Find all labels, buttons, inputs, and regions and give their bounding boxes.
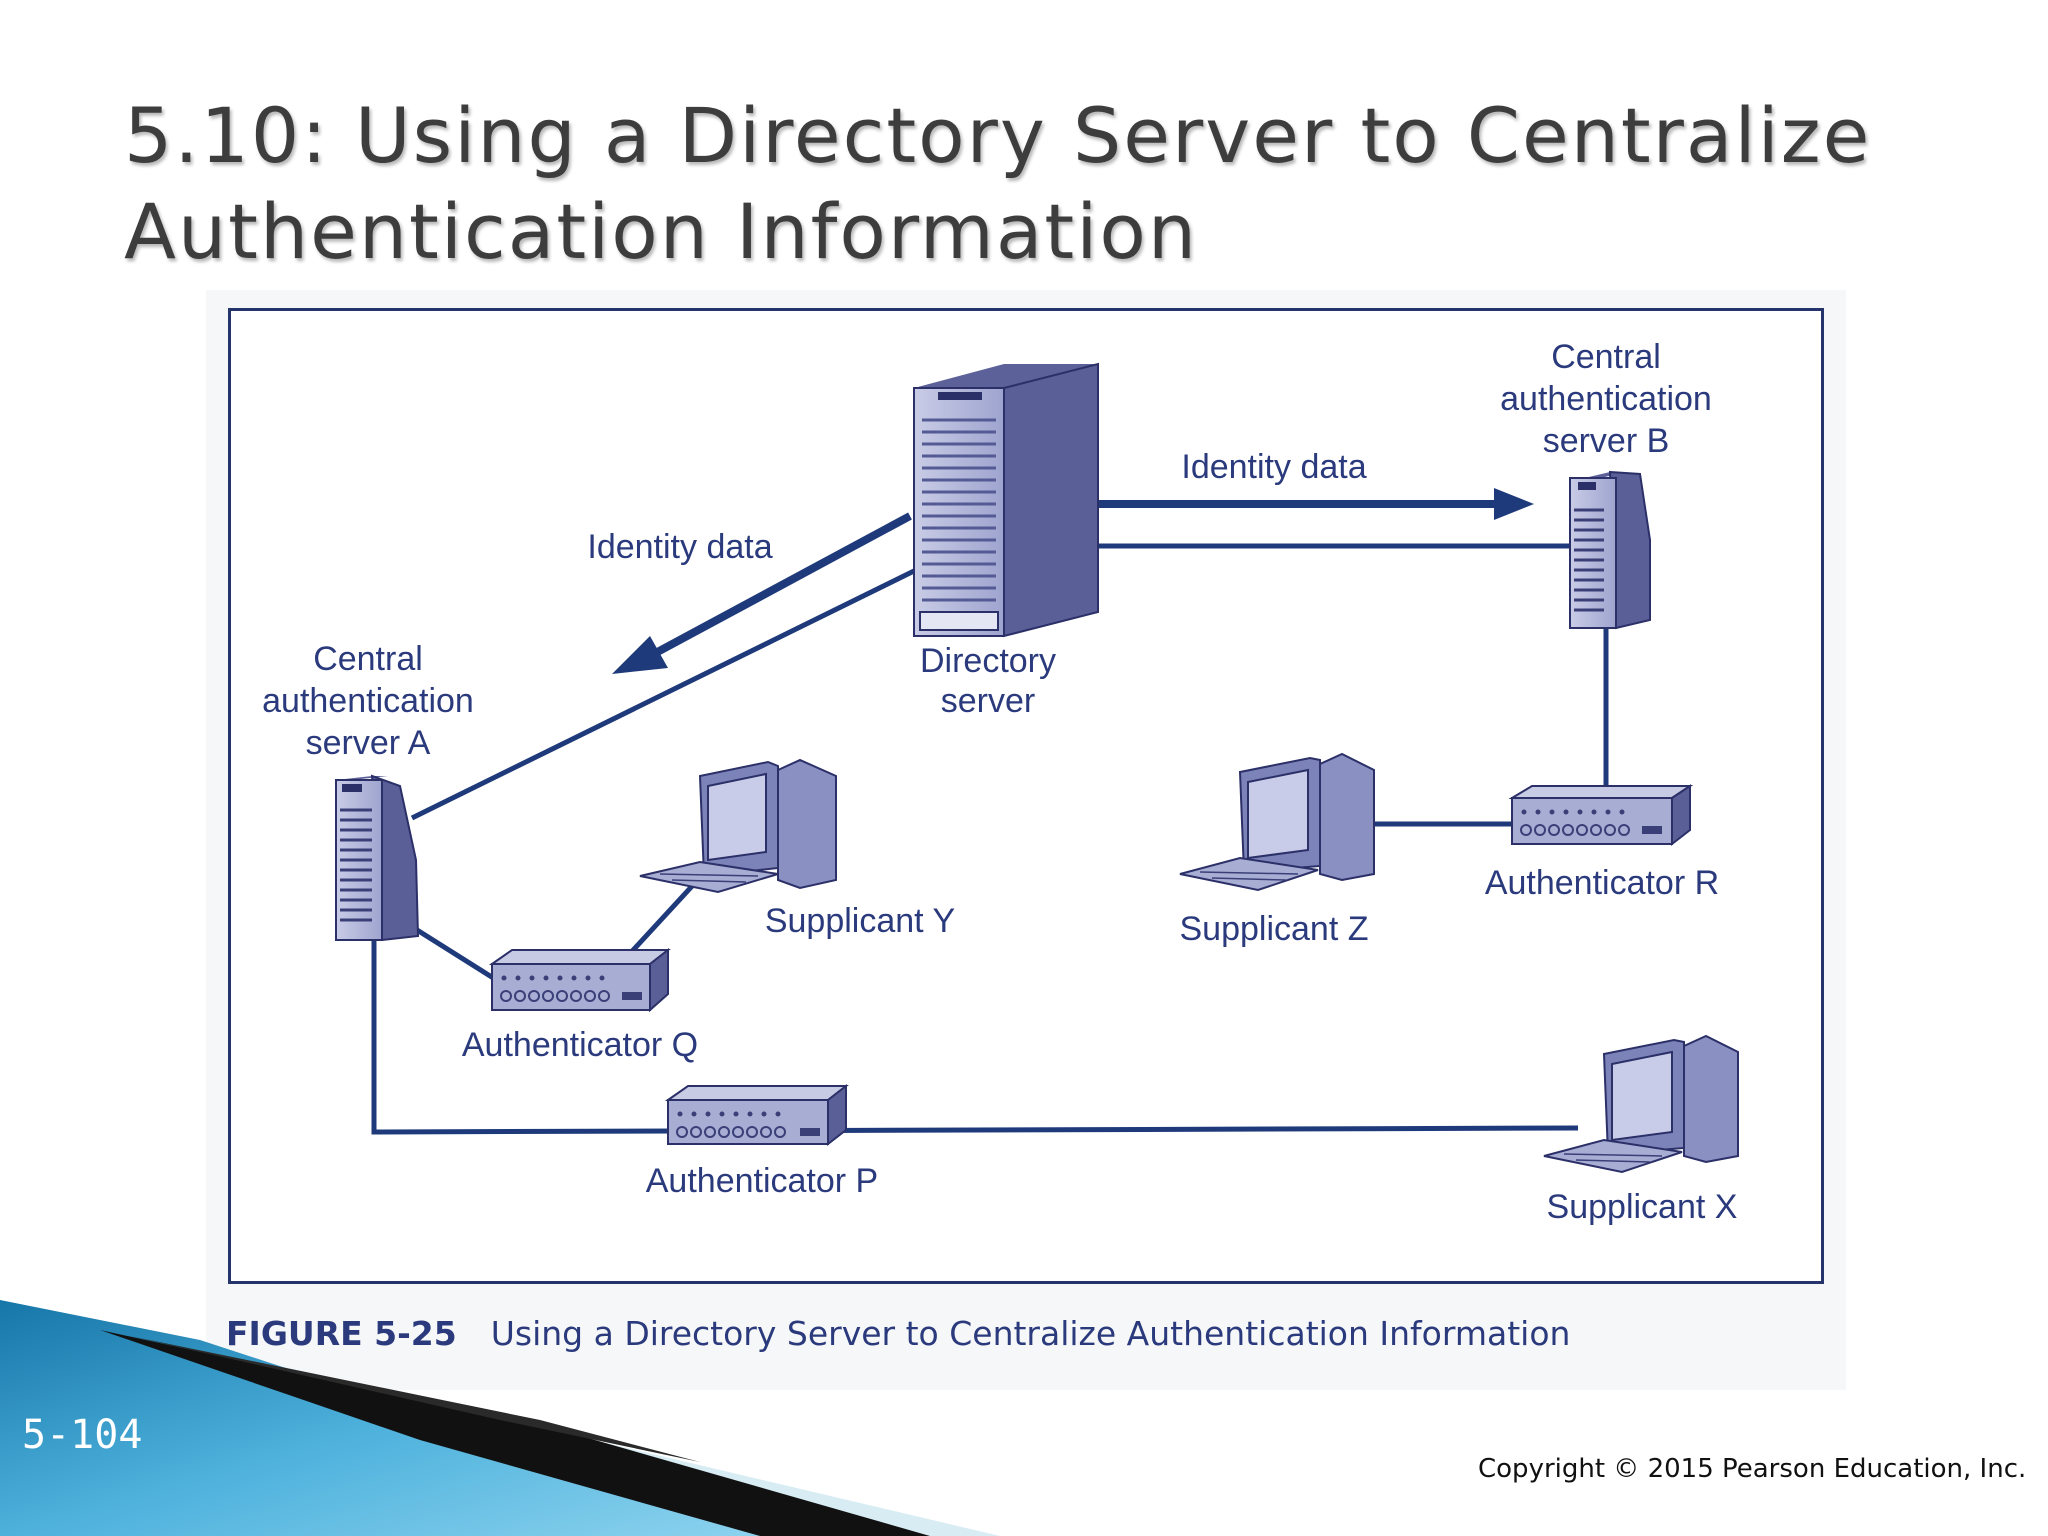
central-server-a-icon bbox=[335, 774, 420, 942]
label-directory-server-line-2: server bbox=[941, 682, 1035, 720]
slide-title-line-2: Authentication Information bbox=[124, 187, 1198, 276]
central-server-b-icon bbox=[1569, 470, 1651, 630]
identity-arrow-right-head bbox=[1494, 488, 1534, 520]
authenticator-p-icon bbox=[664, 1083, 849, 1147]
figure-caption: FIGURE 5-25 Using a Directory Server to C… bbox=[226, 1314, 1570, 1353]
supplicant-x-icon bbox=[1543, 1034, 1739, 1174]
identity-arrow-left-head bbox=[612, 636, 668, 674]
label-central-server-a-line-2: authentication bbox=[262, 682, 474, 720]
label-supplicant-x: Supplicant X bbox=[1547, 1188, 1738, 1226]
label-central-server-a-line-3: server A bbox=[306, 724, 431, 762]
supplicant-z-icon bbox=[1179, 752, 1375, 892]
slide-title: 5.10: Using a Directory Server to Centra… bbox=[124, 88, 1884, 280]
label-supplicant-y: Supplicant Y bbox=[765, 902, 955, 940]
directory-server-icon bbox=[913, 362, 1099, 638]
diagram-labels: Central authentication server B Identity… bbox=[262, 338, 1737, 1226]
label-authenticator-r: Authenticator R bbox=[1485, 864, 1719, 902]
figure-caption-text: Using a Directory Server to Centralize A… bbox=[490, 1314, 1571, 1353]
label-directory-server-line-1: Directory bbox=[920, 642, 1056, 680]
slide-number: 5-104 bbox=[22, 1412, 143, 1458]
label-authenticator-p: Authenticator P bbox=[646, 1162, 878, 1200]
slide-title-line-1: 5.10: Using a Directory Server to Centra… bbox=[124, 91, 1872, 180]
identity-arrow-left-shaft bbox=[648, 512, 912, 660]
corner-decoration bbox=[0, 1300, 1000, 1536]
copyright-notice: Copyright © 2015 Pearson Education, Inc. bbox=[1478, 1454, 2027, 1484]
link-directory-to-server-a bbox=[410, 567, 918, 821]
label-identity-data-left: Identity data bbox=[587, 528, 772, 566]
identity-data-arrows bbox=[612, 488, 1534, 674]
figure-caption-label: FIGURE 5-25 bbox=[226, 1314, 457, 1353]
label-central-server-b-line-2: authentication bbox=[1500, 380, 1712, 418]
link-server-a-to-authenticator-p-to-supplicant-x bbox=[371, 940, 1579, 1135]
label-central-server-b-line-1: Central bbox=[1551, 338, 1661, 376]
supplicant-y-icon bbox=[639, 758, 837, 894]
label-supplicant-z: Supplicant Z bbox=[1180, 910, 1369, 948]
label-central-server-a-line-1: Central bbox=[313, 640, 423, 678]
label-central-server-b-line-3: server B bbox=[1543, 422, 1670, 460]
label-authenticator-q: Authenticator Q bbox=[462, 1026, 698, 1064]
label-identity-data-right: Identity data bbox=[1181, 448, 1366, 486]
authenticator-q-icon bbox=[488, 947, 671, 1013]
authenticator-r-icon bbox=[1508, 784, 1694, 847]
